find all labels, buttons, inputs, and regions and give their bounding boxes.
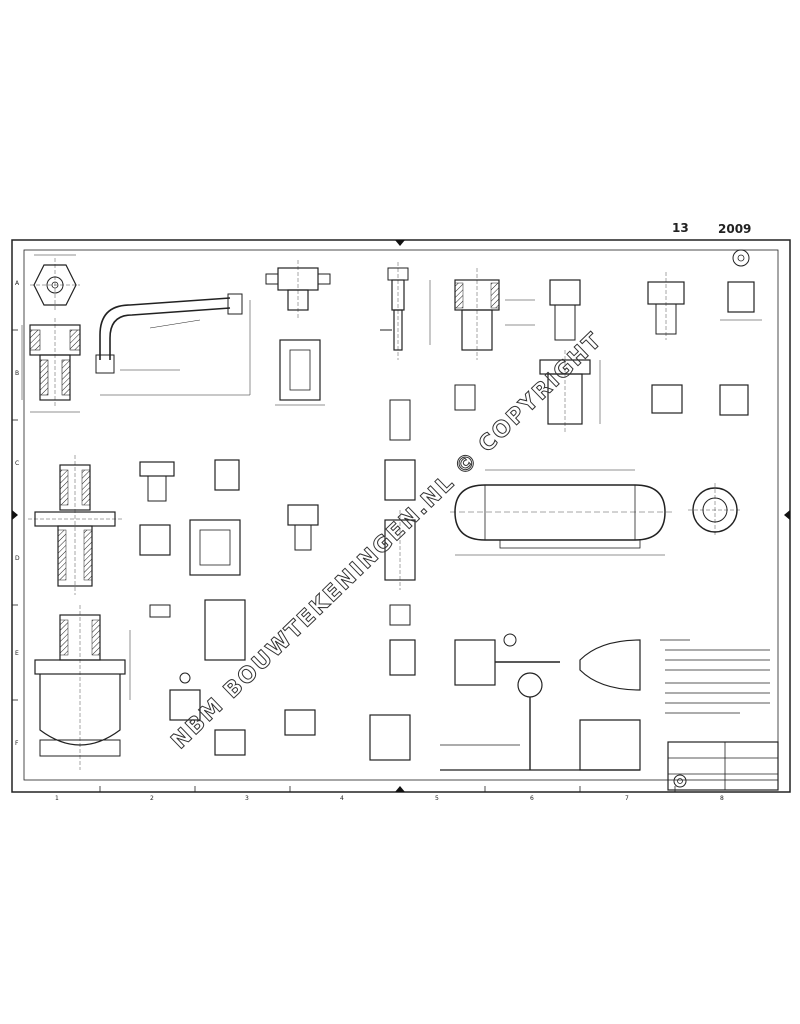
row-mark: C bbox=[15, 460, 19, 467]
column-mark: 2 bbox=[150, 795, 154, 802]
flange-assembly-section bbox=[34, 605, 131, 770]
tank-end-view bbox=[688, 483, 742, 537]
row-mark: F bbox=[15, 740, 19, 747]
flange-fitting-drawing bbox=[539, 350, 749, 432]
copyright-watermark: NBM BOUWTEKENINGEN.NL © COPYRIGHT bbox=[167, 327, 608, 754]
pipe-fitting-views bbox=[549, 249, 762, 341]
company-logo-icon bbox=[673, 774, 687, 788]
frame-center-marks bbox=[12, 240, 790, 792]
column-mark: 4 bbox=[340, 795, 344, 802]
column-mark: 5 bbox=[435, 795, 439, 802]
column-mark: 7 bbox=[625, 795, 629, 802]
sheet-mark: 13 bbox=[672, 221, 689, 235]
row-mark: E bbox=[15, 650, 19, 657]
valve-housing-section bbox=[454, 268, 535, 360]
piping-arrangement-view bbox=[440, 633, 641, 771]
row-mark: B bbox=[15, 370, 19, 377]
small-parts-drawings bbox=[139, 384, 476, 590]
bent-pipe-drawing bbox=[95, 293, 251, 396]
column-mark: 1 bbox=[55, 795, 59, 802]
sheet-number: 2009 bbox=[718, 222, 751, 236]
column-mark: 6 bbox=[530, 795, 534, 802]
title-block bbox=[667, 741, 779, 791]
nut-section-view bbox=[21, 318, 81, 413]
valve-body-view bbox=[265, 260, 331, 406]
spindle-drawing bbox=[380, 262, 431, 360]
cross-assembly-section bbox=[28, 455, 122, 595]
row-mark: A bbox=[15, 280, 20, 287]
border-ticks bbox=[12, 329, 676, 792]
hex-nut-icon bbox=[30, 254, 80, 312]
column-mark: 3 bbox=[245, 795, 249, 802]
lower-parts-drawings bbox=[149, 599, 416, 761]
reservoir-tank-drawing bbox=[450, 469, 672, 556]
column-mark: 8 bbox=[720, 795, 724, 802]
row-mark: D bbox=[15, 555, 20, 562]
border-column-marks: 1 2 3 4 5 6 7 8 bbox=[55, 795, 724, 802]
border-row-marks: A B C D E F bbox=[15, 280, 20, 747]
notes-block bbox=[660, 639, 770, 714]
